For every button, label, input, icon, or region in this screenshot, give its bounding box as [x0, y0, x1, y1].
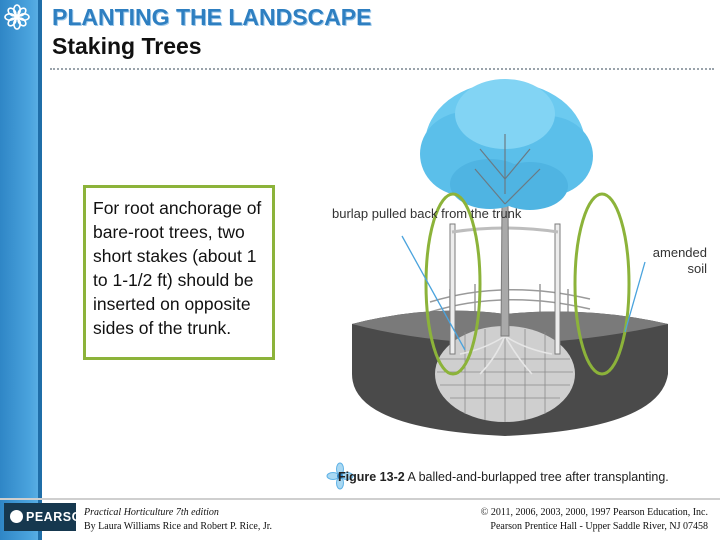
caption-description: A balled-and-burlapped tree after transp…: [405, 470, 669, 484]
pearson-logo: PEARSON: [4, 503, 76, 531]
left-accent-bar: [0, 0, 42, 540]
footer-publisher-info: © 2011, 2006, 2003, 2000, 1997 Pearson E…: [481, 506, 708, 534]
footer-book-title: Practical Horticulture 7th edition: [84, 506, 272, 520]
figure-caption: Figure 13-2 A balled-and-burlapped tree …: [326, 462, 716, 492]
tree-staking-figure: burlap pulled back from the trunk amende…: [290, 74, 720, 454]
burlap-label: burlap pulled back from the trunk: [332, 206, 521, 222]
caption-text: Figure 13-2 A balled-and-burlapped tree …: [338, 470, 669, 484]
pearson-logo-text: PEARSON: [26, 510, 91, 524]
footer-book-info: Practical Horticulture 7th edition By La…: [84, 506, 272, 534]
callout-text: For root anchorage of bare-root trees, t…: [93, 198, 261, 338]
pearson-logo-mark: [10, 510, 23, 523]
footer-copyright: © 2011, 2006, 2003, 2000, 1997 Pearson E…: [481, 506, 708, 520]
caption-number: Figure 13-2: [338, 470, 405, 484]
callout-box: For root anchorage of bare-root trees, t…: [83, 185, 275, 360]
flower-icon: [4, 4, 30, 30]
tree-foliage: [420, 79, 593, 210]
amended-soil-label: amended soil: [637, 245, 707, 277]
footer-divider: [0, 498, 720, 500]
footer-authors: By Laura Williams Rice and Robert P. Ric…: [84, 520, 272, 534]
tree-trunk: [501, 204, 509, 336]
title-divider: [50, 68, 714, 70]
slide-title: PLANTING THE LANDSCAPE: [52, 4, 371, 31]
left-accent-stripe: [38, 0, 42, 540]
left-stake: [450, 224, 455, 354]
right-stake: [555, 224, 560, 354]
slide-subtitle: Staking Trees: [52, 33, 202, 60]
footer-publisher: Pearson Prentice Hall - Upper Saddle Riv…: [481, 520, 708, 534]
